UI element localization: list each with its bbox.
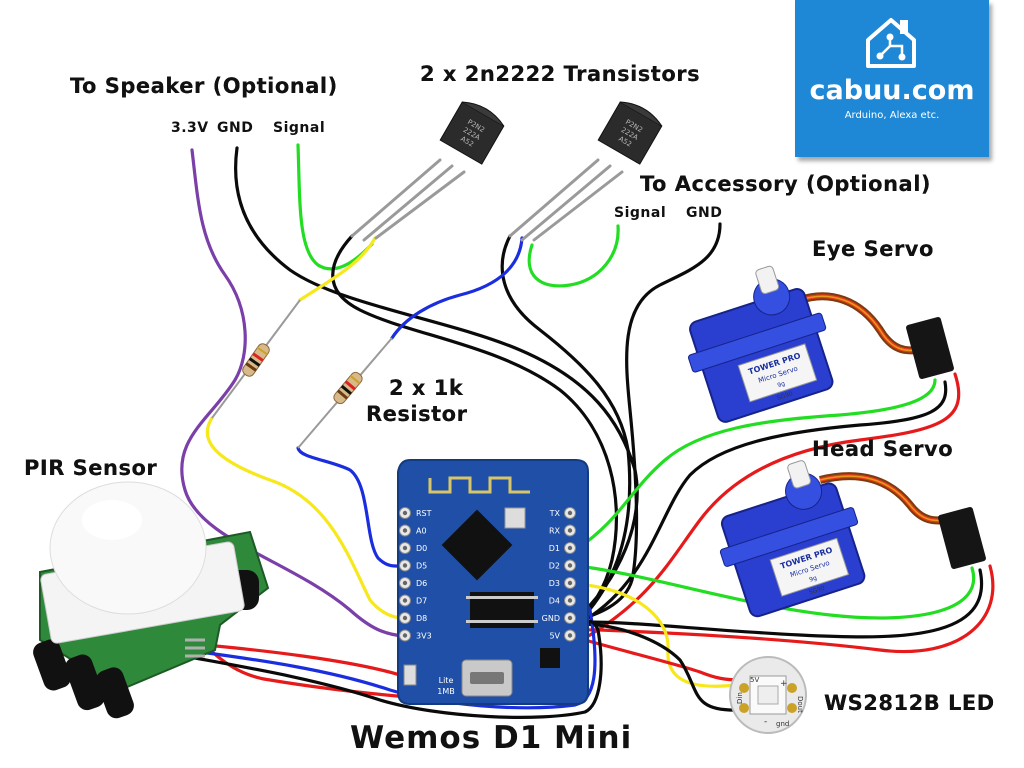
label-resistor-count: 2 x 1k <box>389 376 464 400</box>
eye-servo-weight: 9g <box>777 380 787 389</box>
pir-sensor <box>33 481 270 719</box>
board-pin-hole-right-d1 <box>567 545 573 551</box>
eye-servo-code: SG90 <box>776 390 794 402</box>
wire-speaker-3v3 <box>180 148 407 638</box>
board-pin-hole-left-d8 <box>402 615 408 621</box>
head-servo: TOWER PRO Micro Servo 9g SG90 <box>719 460 986 618</box>
wire-transistor1-gnd <box>331 234 618 622</box>
wire-blue-transistor2 <box>390 236 524 340</box>
board-pin-label-left-d6: D6 <box>416 579 427 588</box>
eye-servo: TOWER PRO Micro Servo 9g SG90 <box>688 265 954 423</box>
label-accessory-signal: Signal <box>614 205 667 221</box>
board-pin-label-left-3v3: 3V3 <box>416 632 432 641</box>
label-resistor: Resistor <box>366 402 468 426</box>
wire-led-gnd <box>582 622 742 712</box>
board-pin-label-right-d2: D2 <box>549 562 560 571</box>
wire-led-vcc <box>583 638 742 682</box>
wire-pir-signal <box>198 597 597 710</box>
brand-tagline: Arduino, Alexa etc. <box>844 110 940 121</box>
label-eye-servo: Eye Servo <box>812 237 934 261</box>
smart-home-icon <box>866 18 916 68</box>
label-speaker-3v3: 3.3V <box>171 120 209 136</box>
wire-eye-servo-gnd <box>583 380 948 622</box>
board-pin-hole-right-rx <box>567 528 573 533</box>
board-pin-label-left-d5: D5 <box>416 562 427 571</box>
board-pin-hole-right-5v <box>567 633 573 638</box>
led-pin-minus: - <box>764 717 767 727</box>
label-speaker-signal: Signal <box>273 120 326 136</box>
resistor-2 <box>297 337 393 449</box>
board-pin-label-right-5v: 5V <box>549 632 560 641</box>
board-model-mark: Lite <box>439 676 454 685</box>
wire-speaker-signal <box>296 143 374 271</box>
board-pin-hole-right-tx <box>567 510 573 516</box>
board-pin-label-left-d8: D8 <box>416 614 427 623</box>
board-pin-hole-left-rst <box>402 510 408 516</box>
wire-head-servo-signal <box>576 564 976 620</box>
wire-yellow-d8 <box>205 416 406 620</box>
led-pin-plus: + <box>780 679 788 689</box>
resistor-1 <box>211 299 301 419</box>
cabuu-brand-badge[interactable]: cabuu.com Arduino, Alexa etc. <box>795 0 989 157</box>
label-to-accessory: To Accessory (Optional) <box>640 172 932 196</box>
label-wemos-d1-mini: Wemos D1 Mini <box>350 720 633 756</box>
led-pin-dout: Dout <box>796 696 804 713</box>
board-pin-hole-right-d2 <box>567 563 573 568</box>
led-pin-gnd: gnd <box>776 720 789 728</box>
ws2812b-led: 5V Din Dout gnd + - <box>729 656 807 734</box>
board-pin-label-left-d0: D0 <box>416 544 427 553</box>
label-pir-sensor: PIR Sensor <box>24 456 158 480</box>
board-pin-label-right-gnd: GND <box>542 614 560 623</box>
board-pin-label-right-d3: D3 <box>549 579 560 588</box>
wire-head-servo-gnd <box>582 568 984 639</box>
board-pin-hole-right-gnd <box>567 615 573 621</box>
label-accessory-gnd: GND <box>686 205 723 221</box>
label-speaker-gnd: GND <box>217 120 254 136</box>
board-pin-hole-left-d5 <box>402 563 408 568</box>
label-to-speaker: To Speaker (Optional) <box>70 74 338 98</box>
label-head-servo: Head Servo <box>812 437 954 461</box>
transistor-1: P2N2 222A A52 <box>350 101 505 242</box>
board-pin-label-left-rst: RST <box>416 509 432 518</box>
wire-pir-gnd <box>193 619 603 719</box>
board-pin-label-right-d1: D1 <box>549 544 560 553</box>
led-pin-din: Din <box>736 692 744 704</box>
wire-accessory-signal <box>527 224 620 288</box>
brand-name: cabuu.com <box>809 75 975 106</box>
board-pin-label-right-d4: D4 <box>549 597 560 606</box>
wire-transistor2-gnd <box>500 234 632 617</box>
board-pin-hole-left-d0 <box>402 545 408 551</box>
wire-yellow-resistor1 <box>298 236 377 302</box>
board-pin-label-left-d7: D7 <box>416 597 427 606</box>
board-pin-hole-right-d4 <box>567 598 573 603</box>
head-servo-weight: 9g <box>808 575 818 584</box>
board-pin-label-right-rx: RX <box>549 527 561 536</box>
board-pin-hole-left-3v3 <box>402 633 408 638</box>
label-transistors: 2 x 2n2222 Transistors <box>420 62 701 86</box>
board-pin-hole-left-d6 <box>402 580 408 586</box>
board-flash-mark: 1MB <box>437 687 454 696</box>
transistor-2: P2N2 222A A52 <box>508 101 663 242</box>
head-servo-code: SG90 <box>808 585 826 597</box>
wire-blue-d5 <box>296 446 406 568</box>
board-pin-label-right-tx: TX <box>549 509 561 518</box>
board-pin-hole-right-d3 <box>567 580 573 586</box>
board-pin-hole-left-a0 <box>402 528 408 533</box>
led-pin-5v: 5V <box>750 676 759 684</box>
wire-eye-servo-signal <box>576 378 937 550</box>
board-pin-label-left-a0: A0 <box>416 527 427 536</box>
label-ws2812b-led: WS2812B LED <box>824 691 995 715</box>
board-pin-hole-left-d7 <box>402 598 408 603</box>
wire-accessory-gnd <box>576 222 722 622</box>
